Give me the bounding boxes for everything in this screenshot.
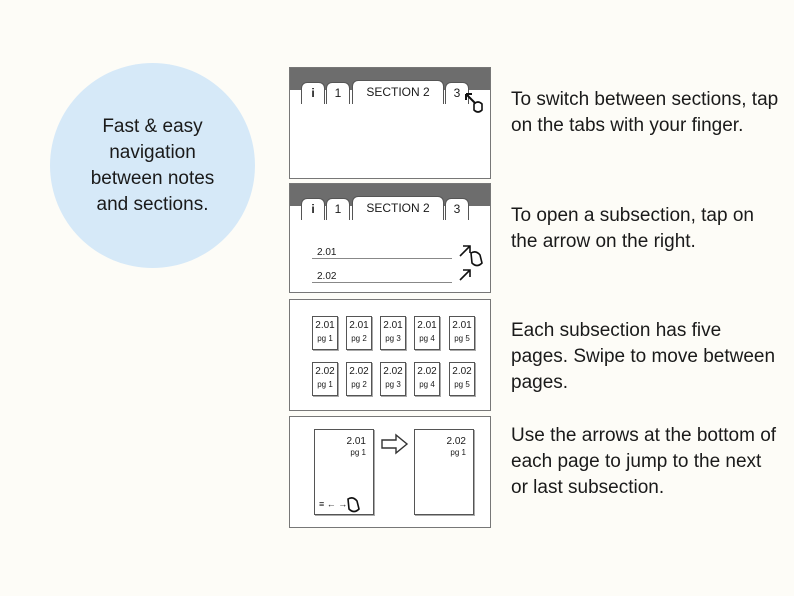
page-2-02: 2.02 pg 1: [414, 429, 474, 515]
open-subsection-arrow-icon[interactable]: [458, 244, 472, 258]
tap-hand-icon: [470, 251, 483, 267]
panel-jump: 2.01 pg 1 ≡ ← → 2.02 pg 1: [289, 416, 491, 528]
subsection-row-2-02[interactable]: [312, 282, 452, 283]
next-arrow-icon: [381, 433, 409, 455]
tab-1[interactable]: 1: [326, 198, 350, 220]
open-subsection-arrow-icon[interactable]: [458, 268, 472, 282]
description-pages: Each subsection has five pages. Swipe to…: [511, 320, 776, 393]
page-2-01: 2.01 pg 1 ≡ ← →: [314, 429, 374, 515]
panel-tabs: i 1 SECTION 2 3: [289, 67, 491, 179]
tab-info[interactable]: i: [301, 198, 325, 220]
tab-info[interactable]: i: [301, 82, 325, 104]
subsection-row-2-01[interactable]: [312, 258, 452, 259]
subsection-label-2-01: 2.01: [317, 247, 337, 258]
tap-hand-icon: [347, 497, 360, 513]
page-nav-arrows[interactable]: ≡ ← →: [319, 499, 348, 509]
tab-section-2[interactable]: SECTION 2: [352, 80, 444, 104]
description-arrows: Use the arrows at the bottom of each pag…: [511, 425, 777, 498]
description-subsection: To open a subsection, tap on the arrow o…: [511, 205, 754, 252]
subsection-label-2-02: 2.02: [317, 271, 337, 282]
intro-bubble: Fast & easy navigation between notes and…: [50, 63, 255, 268]
tab-1[interactable]: 1: [326, 82, 350, 104]
intro-text: Fast & easy navigation between notes and…: [90, 115, 215, 215]
tab-3[interactable]: 3: [445, 198, 469, 220]
description-tabs: To switch between sections, tap on the t…: [511, 89, 779, 136]
panel-subsections: i 1 SECTION 2 3 2.01 2.02: [289, 183, 491, 293]
tab-section-2[interactable]: SECTION 2: [352, 196, 444, 220]
tap-hand-icon: [465, 93, 483, 113]
